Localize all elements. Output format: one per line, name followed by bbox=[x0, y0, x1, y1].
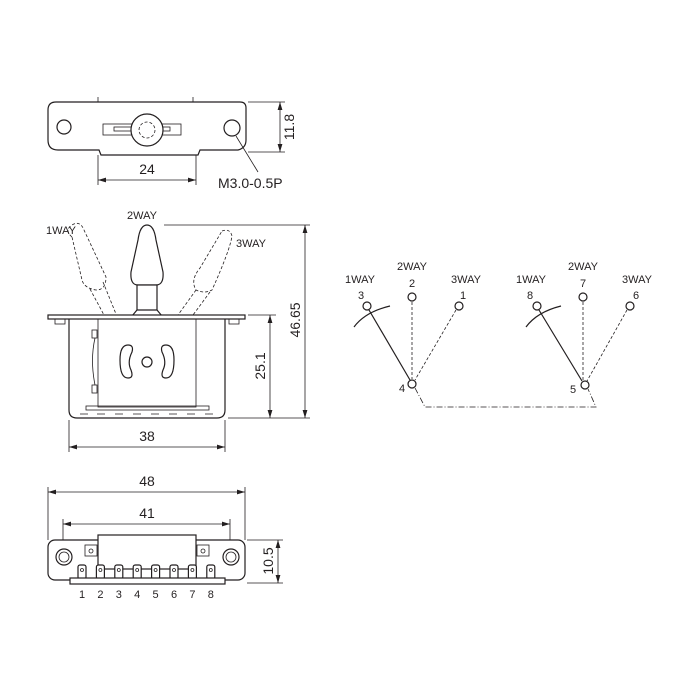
wiring-schematic: 1WAY 2WAY 3WAY 3 2 1 4 1WAY 2WAY 3WAY 8 … bbox=[345, 261, 653, 408]
pos-label: 3WAY bbox=[451, 274, 482, 286]
dim-height-11-8: 11.8 bbox=[281, 114, 297, 140]
pin-hole bbox=[190, 568, 195, 572]
label-1way: 1WAY bbox=[46, 225, 77, 237]
pin-hole bbox=[80, 568, 84, 572]
pin-number: 5 bbox=[153, 589, 159, 601]
mounting-flange bbox=[47, 314, 246, 320]
pin-hole bbox=[135, 568, 140, 572]
dim-25-1: 25.1 bbox=[252, 352, 268, 379]
terminal-pin bbox=[114, 564, 124, 580]
pin-number: 8 bbox=[208, 589, 214, 601]
terminal-number: 5 bbox=[570, 384, 576, 396]
terminal-pin bbox=[187, 564, 197, 580]
label-2way: 2WAY bbox=[127, 210, 158, 222]
pos-label: 1WAY bbox=[345, 274, 376, 286]
schematic-left: 1WAY 2WAY 3WAY 3 2 1 4 bbox=[345, 261, 482, 395]
label-3way: 3WAY bbox=[236, 238, 267, 250]
terminal-pin bbox=[95, 564, 106, 580]
pos-label: 2WAY bbox=[568, 261, 599, 273]
dim-10-5: 10.5 bbox=[260, 547, 276, 574]
dim-38: 38 bbox=[139, 428, 155, 444]
terminal-number: 7 bbox=[580, 278, 586, 290]
top-view: M3.0-0.5P 24 11.8 bbox=[47, 97, 297, 191]
schematic-right: 1WAY 2WAY 3WAY 8 7 6 5 bbox=[516, 261, 653, 396]
dim-48: 48 bbox=[139, 473, 155, 489]
dim-46-65: 46.65 bbox=[287, 302, 303, 337]
pin-number: 4 bbox=[134, 589, 140, 601]
mount-hole-left bbox=[56, 119, 72, 135]
pin-hole bbox=[98, 568, 103, 572]
pin-hole bbox=[116, 568, 121, 572]
terminal-pin bbox=[77, 564, 87, 580]
terminal-number: 3 bbox=[358, 290, 364, 302]
terminal-number: 4 bbox=[399, 383, 405, 395]
pin-number: 6 bbox=[171, 589, 177, 601]
lever-pivot bbox=[130, 113, 164, 147]
pos-label: 3WAY bbox=[622, 274, 653, 286]
link-line bbox=[414, 387, 597, 408]
pin-hole bbox=[172, 568, 176, 572]
pos-label: 2WAY bbox=[397, 261, 428, 273]
dim-41: 41 bbox=[139, 505, 155, 521]
terminal-pin bbox=[169, 564, 179, 580]
pin-hole bbox=[153, 568, 158, 572]
pin-number: 1 bbox=[79, 589, 85, 601]
side-view: 1WAY 2WAY 3WAY 46.65 25.1 38 bbox=[46, 210, 310, 452]
terminal-pin bbox=[206, 564, 216, 580]
terminal-number: 2 bbox=[409, 278, 415, 290]
terminal-number: 8 bbox=[527, 290, 533, 302]
dim-width-24: 24 bbox=[139, 161, 155, 177]
terminal-pin bbox=[132, 564, 142, 580]
lever-knob bbox=[130, 224, 164, 286]
mount-hole-right bbox=[223, 119, 241, 137]
terminal-number: 6 bbox=[633, 290, 639, 302]
pin-number: 3 bbox=[116, 589, 122, 601]
terminal-number: 1 bbox=[460, 290, 466, 302]
terminal-pin bbox=[151, 564, 161, 580]
pin-hole bbox=[208, 568, 213, 572]
pin-number: 2 bbox=[97, 589, 103, 601]
pos-label: 1WAY bbox=[516, 274, 547, 286]
pin-number: 7 bbox=[189, 589, 195, 601]
thread-label: M3.0-0.5P bbox=[218, 175, 283, 191]
